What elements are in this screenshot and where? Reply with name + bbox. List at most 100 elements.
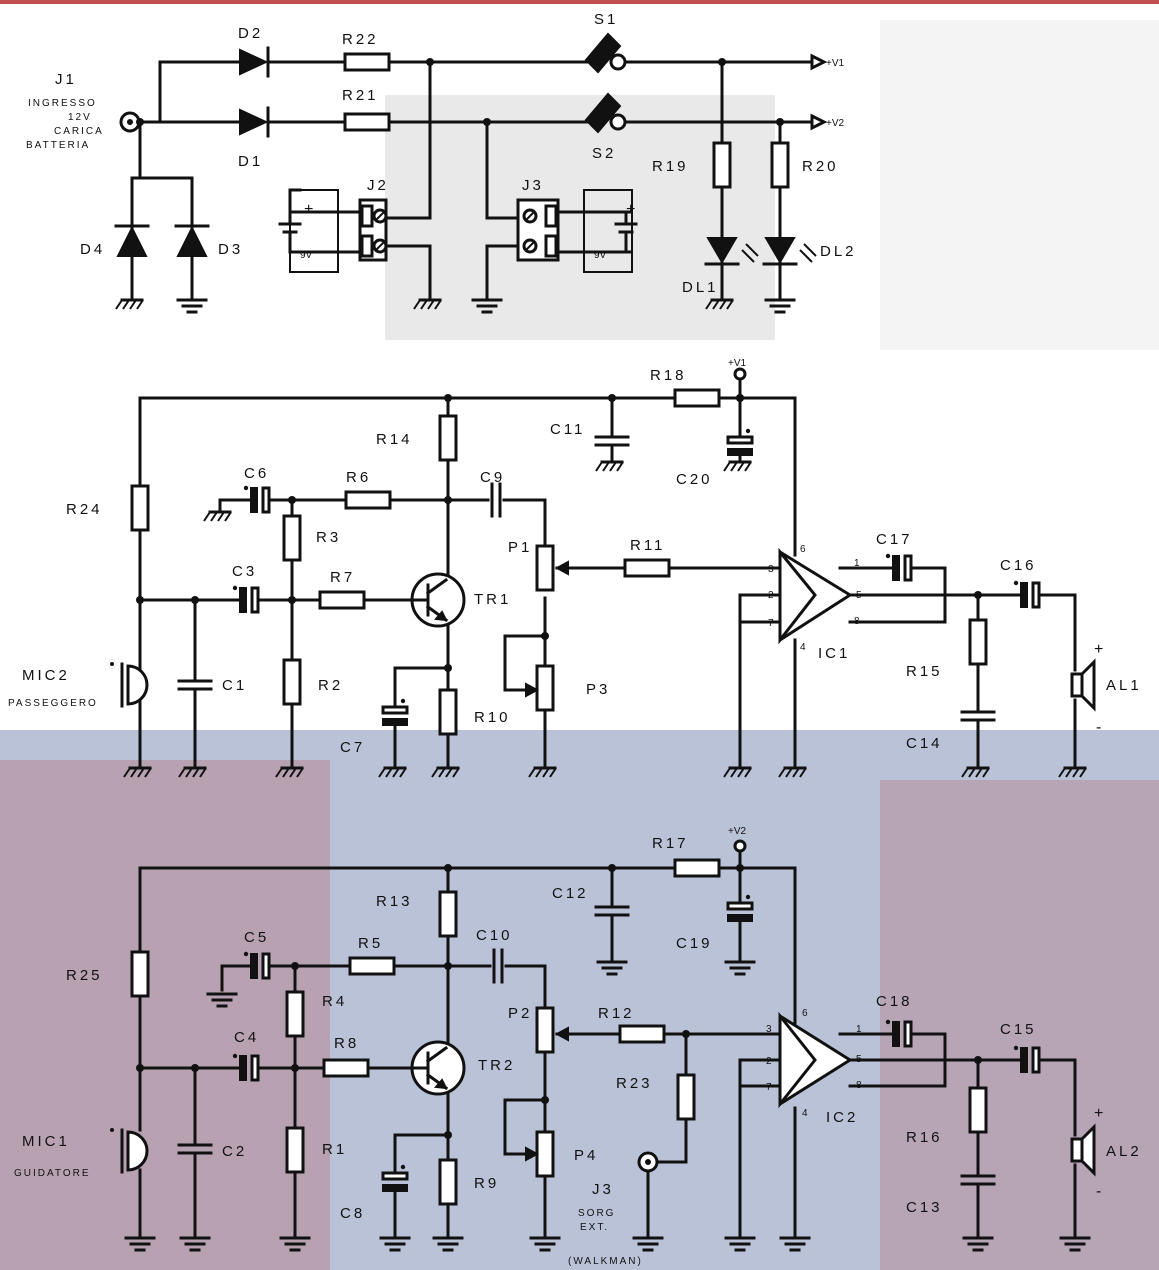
r21-label: R21 bbox=[342, 87, 379, 104]
c14-label: C14 bbox=[906, 735, 943, 752]
r18-label: R18 bbox=[650, 367, 687, 384]
mic2-microphone bbox=[120, 662, 149, 708]
dl1-label: DL1 bbox=[682, 279, 719, 296]
ic2-amplifier bbox=[778, 1011, 853, 1109]
c12-label: C12 bbox=[552, 885, 589, 902]
battery-right-plus: + bbox=[626, 201, 635, 218]
r15-resistor bbox=[968, 618, 988, 666]
r3-label: R3 bbox=[316, 529, 341, 546]
v1-label: +V1 bbox=[826, 58, 845, 69]
r2-label: R2 bbox=[318, 677, 343, 694]
ic2-pin1: 1 bbox=[856, 1024, 862, 1035]
r25-label: R25 bbox=[66, 967, 103, 984]
ic2-pin5: 5 bbox=[856, 1054, 862, 1065]
r10-label: R10 bbox=[474, 709, 511, 726]
r12-label: R12 bbox=[598, 1005, 635, 1022]
text-column bbox=[880, 20, 1159, 350]
ic1-pin1: 1 bbox=[854, 558, 860, 569]
battery-left-label: 9V bbox=[300, 250, 313, 261]
j3-label: J3 bbox=[592, 1181, 614, 1198]
ic2-pin6: 6 bbox=[802, 1008, 808, 1019]
al2-minus: - bbox=[1096, 1183, 1101, 1200]
earth-j3 bbox=[471, 298, 503, 314]
j1-sub2: 12V bbox=[68, 112, 92, 123]
mic1-microphone bbox=[120, 1128, 149, 1174]
r4-resistor bbox=[285, 990, 305, 1038]
r3-resistor bbox=[282, 514, 302, 562]
c6-label: C6 bbox=[244, 465, 269, 482]
ground-al1 bbox=[1057, 766, 1088, 779]
ground-ic1-a bbox=[722, 766, 753, 779]
ic1-pin7: 7 bbox=[768, 618, 774, 629]
d3-diode bbox=[174, 224, 210, 257]
al1-minus: - bbox=[1096, 719, 1101, 736]
ground-ic1-b bbox=[777, 766, 808, 779]
earth-ic2-a bbox=[724, 1236, 756, 1252]
p4-label: P4 bbox=[574, 1147, 598, 1164]
c9-label: C9 bbox=[480, 469, 505, 486]
battery-left bbox=[278, 189, 339, 273]
mic2-label: MIC2 bbox=[22, 667, 70, 684]
c19-label: C19 bbox=[676, 935, 713, 952]
p4-potentiometer bbox=[535, 1130, 555, 1178]
c9-capacitor bbox=[490, 482, 502, 518]
r14-label: R14 bbox=[376, 431, 413, 448]
r5-resistor bbox=[348, 956, 396, 976]
photo-patch bbox=[385, 95, 775, 340]
j3-sub3: (WALKMAN) bbox=[568, 1256, 643, 1267]
c12-capacitor bbox=[594, 905, 630, 917]
j3-top-label: J3 bbox=[522, 177, 544, 194]
r11-label: R11 bbox=[630, 537, 665, 554]
c16-label: C16 bbox=[1000, 557, 1037, 574]
ground-c6 bbox=[202, 510, 233, 523]
r18-resistor bbox=[673, 388, 721, 408]
r15-label: R15 bbox=[906, 663, 943, 680]
s2-label: S2 bbox=[592, 145, 616, 162]
r21-resistor bbox=[343, 112, 391, 132]
earth-c8 bbox=[379, 1236, 411, 1252]
ground-d4 bbox=[114, 298, 145, 311]
c2-capacitor bbox=[177, 1143, 213, 1155]
al2-plus: + bbox=[1094, 1105, 1103, 1122]
r4-label: R4 bbox=[322, 993, 347, 1010]
ground-c7 bbox=[377, 766, 408, 779]
r8-resistor bbox=[322, 1058, 370, 1078]
c4-label: C4 bbox=[234, 1029, 259, 1046]
earth-al2 bbox=[1059, 1236, 1091, 1252]
ground-dl1 bbox=[704, 298, 735, 311]
dl1-led bbox=[704, 237, 759, 266]
j2-terminal bbox=[358, 198, 388, 262]
c10-capacitor bbox=[492, 948, 504, 984]
ic2-pin8: 8 bbox=[856, 1080, 862, 1091]
v1-arrow bbox=[810, 53, 828, 71]
mic1-label: MIC1 bbox=[22, 1133, 70, 1150]
r25-resistor bbox=[130, 950, 150, 998]
v1b-label: +V1 bbox=[728, 358, 747, 369]
c18-label: C18 bbox=[876, 993, 913, 1010]
ground-j2 bbox=[412, 298, 443, 311]
ground-c20 bbox=[722, 460, 753, 473]
c10-label: C10 bbox=[476, 927, 513, 944]
tr1-label: TR1 bbox=[474, 591, 511, 608]
ic1-pin3: 3 bbox=[768, 564, 774, 575]
c13-label: C13 bbox=[906, 1199, 943, 1216]
r1-resistor bbox=[285, 1126, 305, 1174]
tr2-label: TR2 bbox=[478, 1057, 515, 1074]
r20-resistor bbox=[770, 141, 790, 189]
r12-resistor bbox=[618, 1024, 666, 1044]
d4-label: D4 bbox=[80, 241, 105, 258]
v2-arrow bbox=[810, 113, 828, 131]
r8-label: R8 bbox=[334, 1035, 359, 1052]
earth-c5 bbox=[206, 992, 238, 1008]
tr1-transistor bbox=[410, 572, 466, 628]
earth-j3 bbox=[632, 1236, 664, 1252]
j1-sub3: CARICA bbox=[54, 126, 104, 137]
j3-sub2: EXT. bbox=[580, 1222, 609, 1233]
c3-label: C3 bbox=[232, 563, 257, 580]
j1-sub1: INGRESSO bbox=[28, 98, 97, 109]
j1-label: J1 bbox=[55, 71, 77, 88]
ground-mic2 bbox=[122, 766, 153, 779]
battery-right bbox=[583, 189, 638, 273]
d1-diode bbox=[239, 106, 270, 138]
